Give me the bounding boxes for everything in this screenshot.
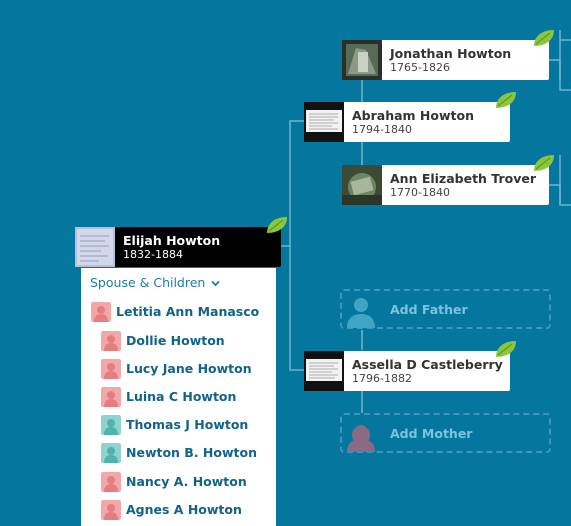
child-name: Dollie Howton — [126, 333, 225, 348]
person-dates: 1796-1882 — [352, 372, 412, 385]
person-dates: 1794-1840 — [352, 123, 412, 136]
male-avatar-icon — [101, 415, 121, 435]
spouse-children-heading: Spouse & Children — [90, 275, 206, 290]
add-mother-label: Add Mother — [390, 426, 473, 441]
record-thumbnail — [304, 351, 344, 391]
leaf-icon[interactable] — [532, 153, 556, 173]
spouse-children-toggle[interactable]: Spouse & Children — [90, 275, 220, 290]
record-thumbnail — [304, 102, 344, 142]
person-card-focus[interactable]: Elijah Howton 1832-1884 — [75, 227, 281, 267]
person-dates: 1832-1884 — [123, 248, 183, 261]
person-dates: 1765-1826 — [390, 61, 450, 74]
child-name: Luina C Howton — [126, 389, 237, 404]
person-silhouette-icon — [347, 298, 375, 328]
child-name: Lucy Jane Howton — [126, 361, 252, 376]
person-name: Abraham Howton — [352, 108, 474, 123]
child-name: Agnes A Howton — [126, 502, 242, 517]
person-card-father[interactable]: Abraham Howton 1794-1840 — [304, 102, 510, 142]
person-name: Assella D Castleberry — [352, 357, 503, 372]
female-avatar-icon — [101, 331, 121, 351]
leaf-icon[interactable] — [494, 90, 518, 110]
spouse-name: Letitia Ann Manasco — [116, 304, 260, 319]
female-avatar-icon — [91, 302, 111, 322]
add-mother-button[interactable]: Add Mother — [340, 413, 551, 453]
leaf-icon[interactable] — [494, 339, 518, 359]
add-father-label: Add Father — [390, 302, 468, 317]
child-name: Nancy A. Howton — [126, 474, 247, 489]
record-thumbnail — [342, 40, 382, 80]
person-card-mother[interactable]: Assella D Castleberry 1796-1882 — [304, 351, 510, 391]
female-avatar-icon — [101, 500, 121, 520]
child-name: Thomas J Howton — [126, 417, 249, 432]
female-avatar-icon — [101, 359, 121, 379]
spouse-children-panel: Spouse & Children Letitia Ann Manasco Do… — [81, 268, 276, 526]
leaf-icon[interactable] — [532, 28, 556, 48]
female-avatar-icon — [101, 472, 121, 492]
person-name: Ann Elizabeth Trover — [390, 171, 536, 186]
person-card-paternal-grandmother[interactable]: Ann Elizabeth Trover 1770-1840 — [342, 165, 549, 205]
person-name: Jonathan Howton — [390, 46, 512, 61]
person-name: Elijah Howton — [123, 233, 221, 248]
add-father-button[interactable]: Add Father — [340, 289, 551, 329]
leaf-icon[interactable] — [265, 215, 289, 235]
person-silhouette-icon — [347, 425, 375, 452]
person-dates: 1770-1840 — [390, 186, 450, 199]
person-card-paternal-grandfather[interactable]: Jonathan Howton 1765-1826 — [342, 40, 549, 80]
male-avatar-icon — [101, 443, 121, 463]
record-thumbnail — [342, 165, 382, 205]
record-thumbnail — [75, 227, 115, 267]
child-name: Newton B. Howton — [126, 445, 257, 460]
chevron-down-icon — [211, 280, 220, 287]
female-avatar-icon — [101, 387, 121, 407]
